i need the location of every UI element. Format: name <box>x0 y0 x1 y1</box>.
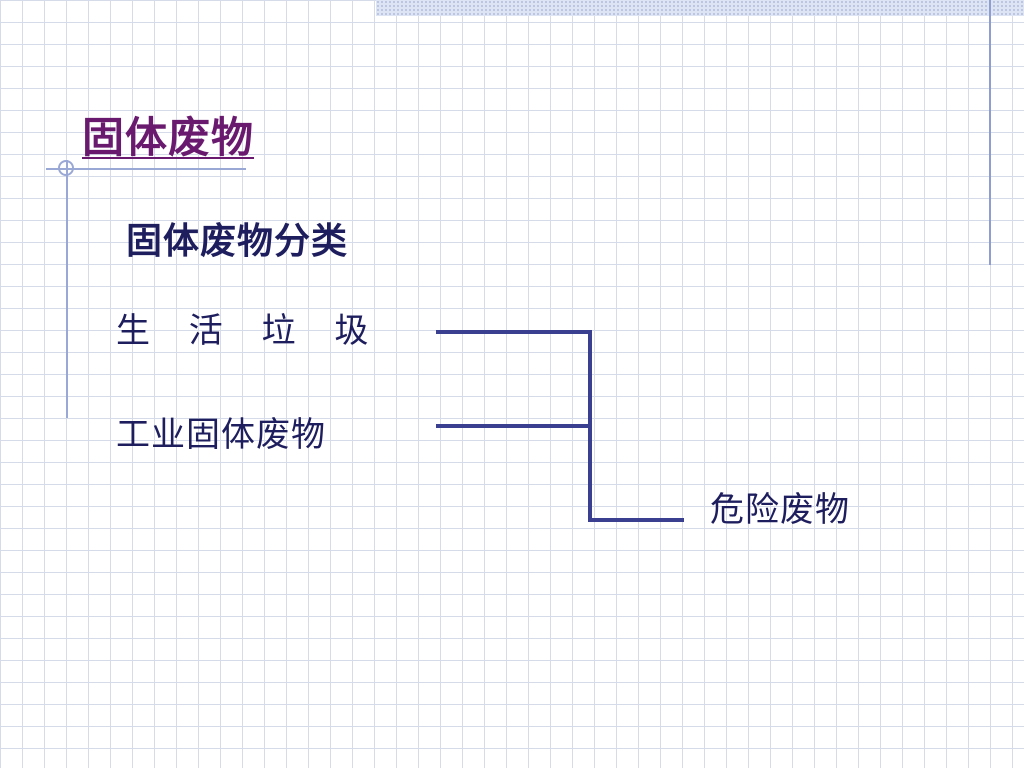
node-hazardous-waste: 危险废物 <box>710 490 850 530</box>
decorative-circle-mark <box>58 160 74 176</box>
slide-subtitle: 固体废物分类 <box>126 220 349 262</box>
top-decorative-band <box>376 0 1024 16</box>
node-industrial-solid-waste: 工业固体废物 <box>116 415 326 455</box>
slide-title: 固体废物 <box>82 113 255 162</box>
node-domestic-waste: 生 活 垃 圾 <box>116 311 383 351</box>
title-decorative-rule <box>46 168 246 170</box>
right-decorative-rule <box>989 0 991 265</box>
left-decorative-rule <box>66 160 68 418</box>
